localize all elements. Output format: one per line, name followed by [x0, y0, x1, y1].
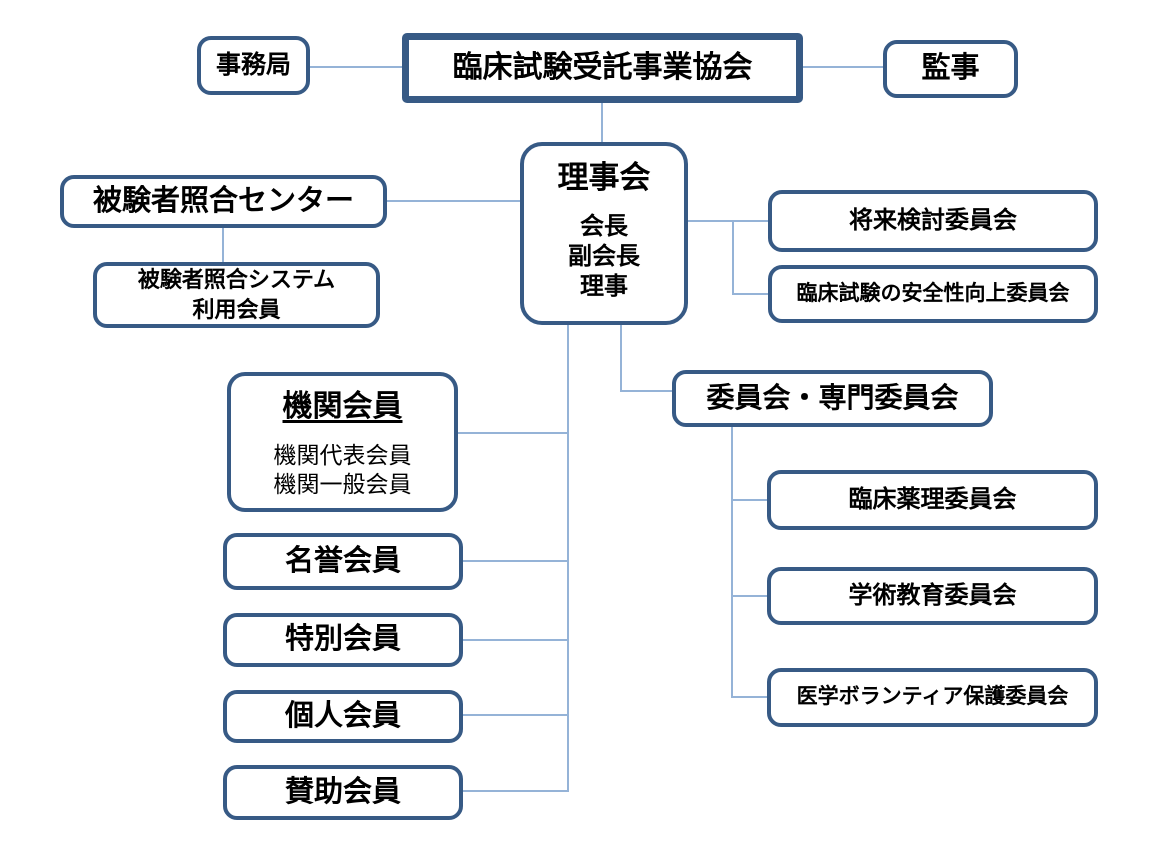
connector-individual-member [463, 714, 568, 716]
special-member-box: 特別会員 [223, 613, 463, 667]
future-review-committee-box: 将来検討委員会 [768, 190, 1098, 252]
secretariat-label: 事務局 [215, 51, 291, 80]
honorary-member-label: 名誉会員 [284, 544, 401, 577]
safety-improvement-committee-label: 臨床試験の安全性向上委員会 [796, 281, 1070, 305]
institutional-member-title: 機関会員 [282, 390, 403, 423]
safety-improvement-committee-box: 臨床試験の安全性向上委員会 [768, 265, 1098, 323]
connector-board-committee-group-vertical [620, 325, 622, 392]
board-role-vice-chairman: 副会長 [568, 242, 640, 270]
subject-matching-center-label: 被験者照合センター [92, 184, 354, 217]
connector-board-committee-group-horizontal [620, 390, 672, 392]
association-box: 臨床試験受託事業協会 [402, 33, 803, 103]
connector-special-member [463, 639, 568, 641]
matching-system-members-box: 被験者照合システム 利用会員 [93, 262, 380, 328]
honorary-member-box: 名誉会員 [223, 533, 463, 590]
special-member-label: 特別会員 [284, 623, 401, 656]
committee-group-label: 委員会・専門委員会 [706, 382, 959, 414]
institutional-member-subtypes: 機関代表会員 機関一般会員 [274, 441, 412, 499]
academic-education-committee-box: 学術教育委員会 [767, 567, 1098, 625]
board-role-chairman: 会長 [580, 212, 628, 240]
institutional-representative-label: 機関代表会員 [273, 441, 412, 468]
individual-member-label: 個人会員 [284, 699, 401, 732]
connector-institutional-member [458, 432, 568, 434]
connector-board-future-committee [688, 220, 768, 222]
institutional-general-label: 機関一般会員 [273, 470, 412, 497]
auditor-box: 監事 [883, 40, 1018, 98]
board-title: 理事会 [557, 160, 651, 195]
connector-association-auditor [803, 66, 883, 68]
board-role-director: 理事 [580, 272, 628, 300]
auditor-label: 監事 [921, 52, 980, 85]
connector-committee-group-vertical [731, 427, 733, 698]
connector-honorary-member [463, 560, 568, 562]
clinical-pharmacology-committee-label: 臨床薬理委員会 [848, 486, 1017, 514]
connector-members-vertical [567, 325, 569, 792]
supporting-member-box: 賛助会員 [223, 765, 463, 820]
supporting-member-label: 賛助会員 [284, 775, 401, 808]
clinical-pharmacology-committee-box: 臨床薬理委員会 [767, 470, 1098, 530]
connector-academic-education [731, 595, 767, 597]
connector-supporting-member [463, 790, 568, 792]
individual-member-box: 個人会員 [223, 690, 463, 743]
connector-association-board [601, 103, 603, 142]
matching-system-members-label: 被験者照合システム 利用会員 [138, 265, 335, 325]
connector-branch-safety-committee [732, 293, 768, 295]
matching-system-line1: 被験者照合システム [137, 267, 336, 292]
connector-committee-branch-vertical [732, 220, 734, 295]
association-label: 臨床試験受託事業協会 [452, 50, 753, 84]
medical-volunteer-protection-committee-box: 医学ボランティア保護委員会 [767, 668, 1098, 727]
academic-education-committee-label: 学術教育委員会 [848, 582, 1017, 610]
board-roles: 会長 副会長 理事 [568, 212, 640, 302]
future-review-committee-label: 将来検討委員会 [849, 207, 1017, 235]
matching-system-line2: 利用会員 [192, 297, 281, 322]
medical-volunteer-protection-committee-label: 医学ボランティア保護委員会 [796, 685, 1069, 709]
connector-medical-volunteer [731, 696, 767, 698]
institutional-member-box: 機関会員 機関代表会員 機関一般会員 [227, 372, 458, 512]
connector-clinical-pharmacology [731, 499, 767, 501]
connector-secretariat-association [310, 66, 402, 68]
committee-group-box: 委員会・専門委員会 [672, 370, 993, 427]
board-box: 理事会 会長 副会長 理事 [520, 142, 688, 325]
subject-matching-center-box: 被験者照合センター [60, 175, 387, 228]
connector-matching-center-system [222, 228, 224, 262]
connector-board-matching-center [387, 200, 520, 202]
secretariat-box: 事務局 [197, 36, 310, 95]
